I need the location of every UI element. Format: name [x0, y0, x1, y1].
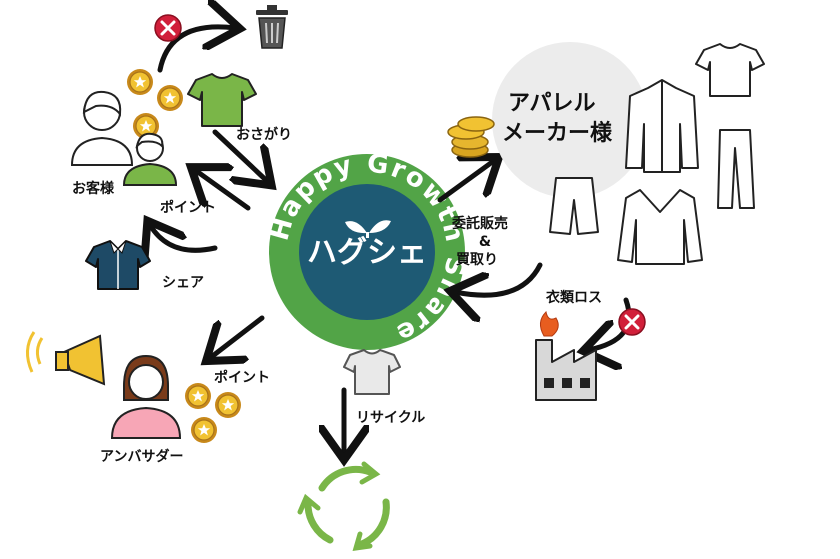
trash-can-icon	[256, 5, 288, 49]
coin-icon	[214, 391, 242, 419]
coin-stack-icon	[447, 116, 495, 158]
recycle-icon	[297, 461, 390, 552]
label-point-bottom: ポイント	[214, 369, 270, 386]
label-consign-line2: &	[479, 234, 491, 250]
sprout-icon	[345, 220, 391, 238]
label-maker-line1: アパレル	[508, 91, 596, 116]
pants-icon	[717, 129, 755, 209]
label-maker-line2: メーカー様	[502, 120, 613, 146]
jacket-icon	[625, 79, 699, 173]
coin-icon	[190, 416, 218, 444]
customer-icon	[70, 90, 178, 186]
arrow-to-trash	[157, 27, 235, 73]
coin-icon	[156, 84, 184, 112]
coin-icon	[184, 382, 212, 410]
shorts-icon	[549, 177, 599, 235]
arrow-consign-out	[437, 160, 495, 203]
label-consign-line3: 買取り	[456, 252, 498, 268]
ambassador-icon	[110, 354, 182, 439]
forbidden-icon-top	[153, 13, 183, 43]
maker-backdrop	[492, 42, 648, 198]
label-share: シェア	[162, 275, 204, 291]
tshirt-icon-gray	[343, 349, 401, 395]
arrow-point-to-customer	[195, 170, 251, 211]
shirt-icon-navy	[85, 240, 151, 290]
arrow-point-ambassador	[210, 315, 265, 358]
tshirt-icon-green	[187, 73, 257, 127]
arrow-share	[150, 225, 218, 250]
tshirt-icon-outline	[695, 43, 765, 97]
label-ambassador: アンバサダー	[100, 448, 183, 465]
hagushe-logo: Happy Growth Share ハグシェ	[265, 148, 468, 350]
coin-icon	[126, 68, 154, 96]
label-hand-me-down: おさがり	[236, 126, 292, 143]
logo-main-text: ハグシェ	[307, 235, 427, 270]
label-point-top: ポイント	[160, 199, 216, 216]
arrow-handmedown-in	[212, 129, 268, 182]
label-consign-line1: 委託販売	[451, 215, 508, 232]
forbidden-icon-right	[617, 307, 647, 337]
megaphone-icon	[26, 331, 106, 386]
label-customer: お客様	[72, 180, 115, 197]
arrow-buyback-in	[455, 262, 543, 295]
factory-icon	[535, 310, 597, 401]
label-clothing-loss: 衣類ロス	[546, 289, 602, 306]
sweater-icon	[617, 189, 703, 265]
label-recycle: リサイクル	[356, 410, 425, 426]
